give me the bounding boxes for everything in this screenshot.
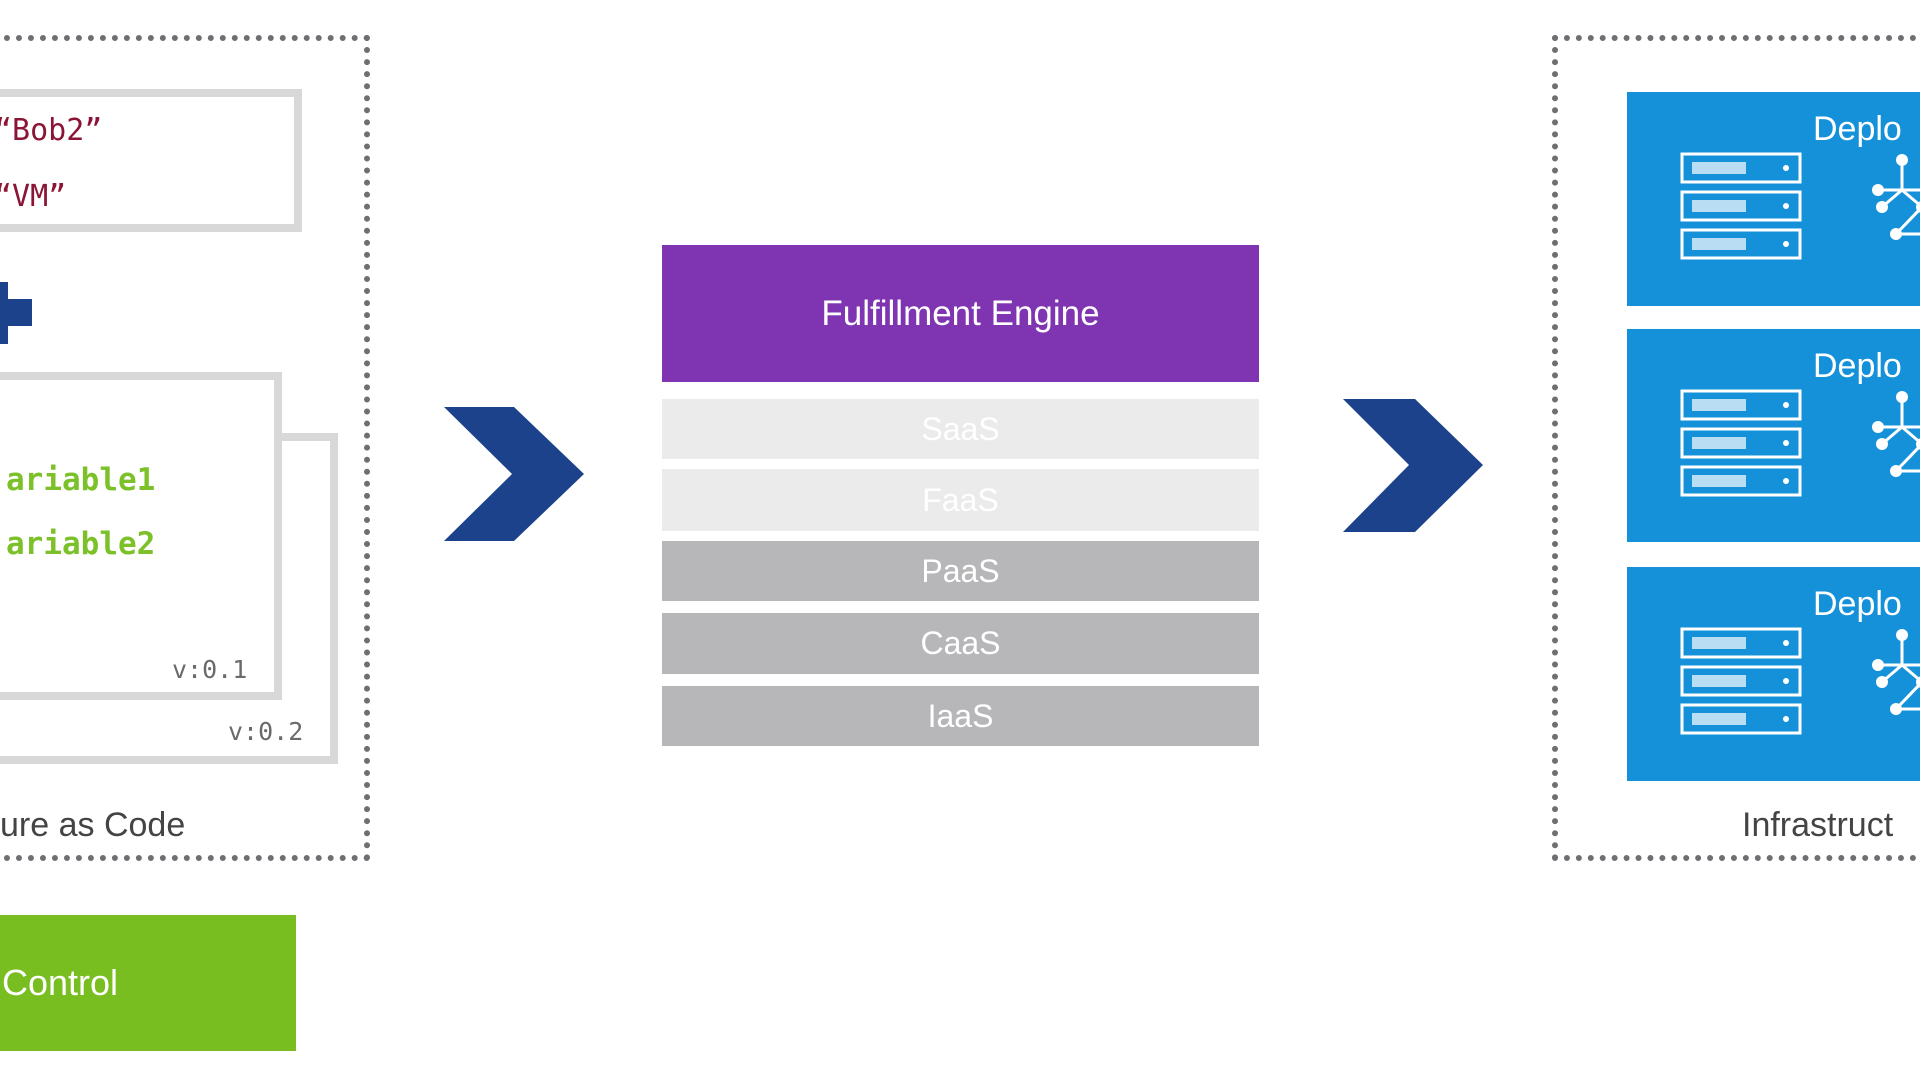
- code-box-version-1: ariable1 ariable2 v:0.1: [0, 372, 282, 700]
- tier-label: SaaS: [921, 410, 1000, 447]
- tier-caas: CaaS: [662, 613, 1259, 674]
- tier-label: PaaS: [921, 552, 1000, 589]
- network-topology-icon: [1872, 391, 1920, 477]
- tier-label: CaaS: [920, 625, 1001, 661]
- iac-caption: ure as Code: [0, 806, 186, 844]
- server-rack-icon: [1680, 627, 1802, 735]
- fulfillment-engine-title: Fulfillment Engine: [821, 293, 1100, 333]
- fulfillment-engine: Fulfillment Engine: [662, 245, 1259, 382]
- tier-iaas: IaaS: [662, 686, 1259, 746]
- tier-paas: PaaS: [662, 541, 1259, 601]
- deployment-card: Deplo: [1627, 329, 1920, 542]
- network-topology-icon: [1872, 154, 1920, 240]
- code-line-type: “VM”: [0, 179, 67, 214]
- server-rack-icon: [1680, 152, 1802, 260]
- version-label-2: v:0.2: [228, 717, 304, 746]
- version-control-block: Control: [0, 915, 296, 1051]
- variable-1: ariable1: [6, 462, 156, 498]
- network-topology-icon: [1872, 629, 1920, 715]
- tier-label: IaaS: [927, 697, 994, 734]
- infrastructure-caption: Infrastruct: [1742, 806, 1894, 844]
- deployment-card: Deplo: [1627, 567, 1920, 781]
- chevron-right-icon: [1343, 399, 1483, 532]
- variable-2: ariable2: [6, 526, 156, 562]
- version-label-1: v:0.1: [172, 655, 248, 684]
- server-rack-icon: [1680, 389, 1802, 497]
- chevron-right-icon: [444, 407, 584, 541]
- infrastructure-panel: [1552, 35, 1920, 861]
- version-control-label: Control: [2, 962, 119, 1003]
- tier-label: FaaS: [922, 481, 999, 518]
- code-box-properties: “Bob2” “VM”: [0, 89, 302, 232]
- code-line-name: “Bob2”: [0, 113, 103, 148]
- iac-panel: [0, 35, 370, 861]
- deployment-card: Deplo: [1627, 92, 1920, 306]
- tier-faas: FaaS: [662, 469, 1259, 531]
- deployment-title: Deplo: [1813, 347, 1902, 385]
- deployment-title: Deplo: [1813, 585, 1902, 623]
- deployment-title: Deplo: [1813, 110, 1902, 148]
- tier-saas: SaaS: [662, 399, 1259, 459]
- plus-icon: [0, 282, 32, 344]
